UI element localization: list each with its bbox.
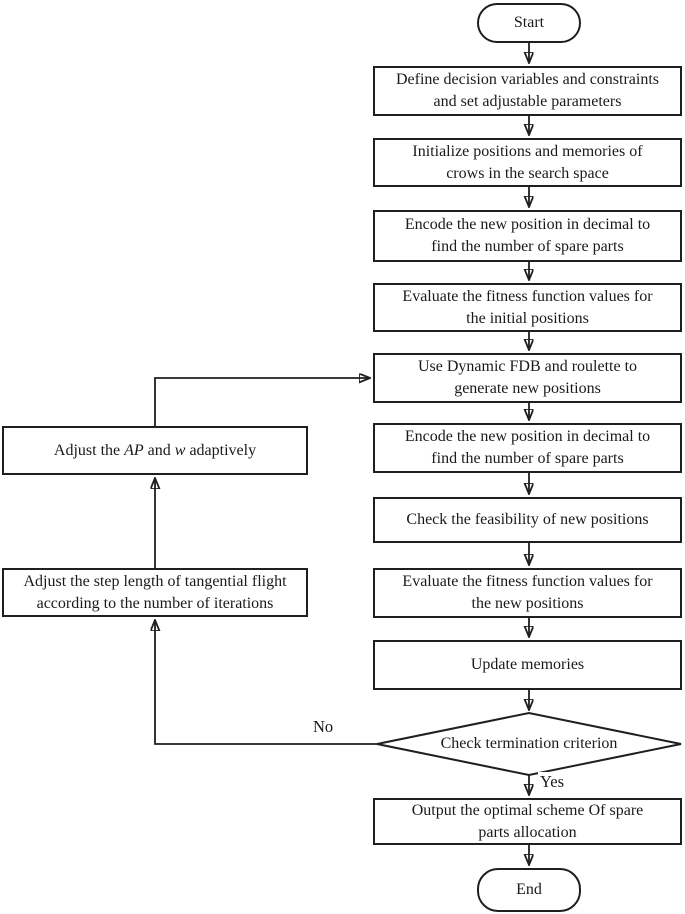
process-text-line: Use Dynamic FDB and roulette to (417, 358, 638, 375)
text-part-italic: AP (124, 441, 144, 459)
process-text-line: the new positions (471, 595, 584, 612)
process-text-line: Check the feasibility of new positions (406, 511, 649, 528)
process-text-line: parts allocation (478, 823, 577, 841)
text-part: Adjust the (53, 441, 125, 459)
process-check-feasibility: Check the feasibility of new positions (373, 497, 682, 543)
process-adjust-ap-w: Adjust the AP and w adaptively (2, 426, 308, 475)
process-text-line: Adjust the AP and w adaptively (54, 440, 256, 462)
process-text-line: Encode the new position in decimal to (404, 428, 651, 445)
process-update-memories: Update memories (373, 640, 682, 690)
end-terminator: End (477, 868, 581, 912)
process-text-line: Update memories (470, 656, 585, 673)
process-text-line: crows in the search space (446, 164, 609, 182)
start-label: Start (513, 14, 545, 31)
arrow-decision-no-to-adjust-step (155, 621, 377, 745)
start-terminator: Start (477, 3, 581, 43)
process-text-line: Initialize positions and memories of (412, 142, 643, 160)
end-label: End (516, 881, 542, 898)
process-text-line: the initial positions (466, 309, 589, 327)
process-text-line: Define decision variables and constraint… (395, 71, 660, 88)
text-part: and (143, 441, 175, 459)
process-text-line: Evaluate the fitness function values for (402, 287, 653, 305)
process-text-line: find the number of spare parts (431, 450, 624, 467)
process-text-line: Evaluate the fitness function values for (402, 573, 653, 590)
process-encode-new: Encode the new position in decimal to fi… (373, 423, 682, 473)
process-evaluate-initial-fitness: Evaluate the fitness function values for… (373, 283, 682, 332)
process-adjust-step-length: Adjust the step length of tangential fli… (2, 568, 308, 617)
decision-text: Check termination criterion (440, 735, 618, 752)
edge-label-yes: Yes (538, 772, 567, 792)
process-define-variables: Define decision variables and constraint… (373, 66, 682, 116)
process-generate-new-positions: Use Dynamic FDB and roulette to generate… (373, 353, 682, 403)
text-part: adaptively (185, 441, 257, 459)
process-text-line: according to the number of iterations (36, 594, 274, 612)
process-text-line: generate new positions (454, 380, 601, 397)
process-text-line: and set adjustable parameters (433, 93, 622, 110)
text-part-italic: w (174, 441, 186, 459)
process-text-line: Adjust the step length of tangential fli… (23, 572, 287, 590)
arrow-adjust-ap-to-fdb (154, 378, 369, 426)
process-initialize-positions: Initialize positions and memories of cro… (373, 138, 682, 187)
process-evaluate-new-fitness: Evaluate the fitness function values for… (373, 568, 682, 618)
process-text-line: Encode the new position in decimal to (404, 216, 651, 233)
edge-label-no: No (311, 717, 336, 737)
process-output-optimal-scheme: Output the optimal scheme Of spare parts… (373, 798, 682, 845)
process-encode-initial: Encode the new position in decimal to fi… (373, 210, 682, 262)
process-text-line: Output the optimal scheme Of spare (411, 801, 644, 819)
process-text-line: find the number of spare parts (431, 238, 624, 255)
decision-label: Check termination criterion (383, 730, 675, 758)
